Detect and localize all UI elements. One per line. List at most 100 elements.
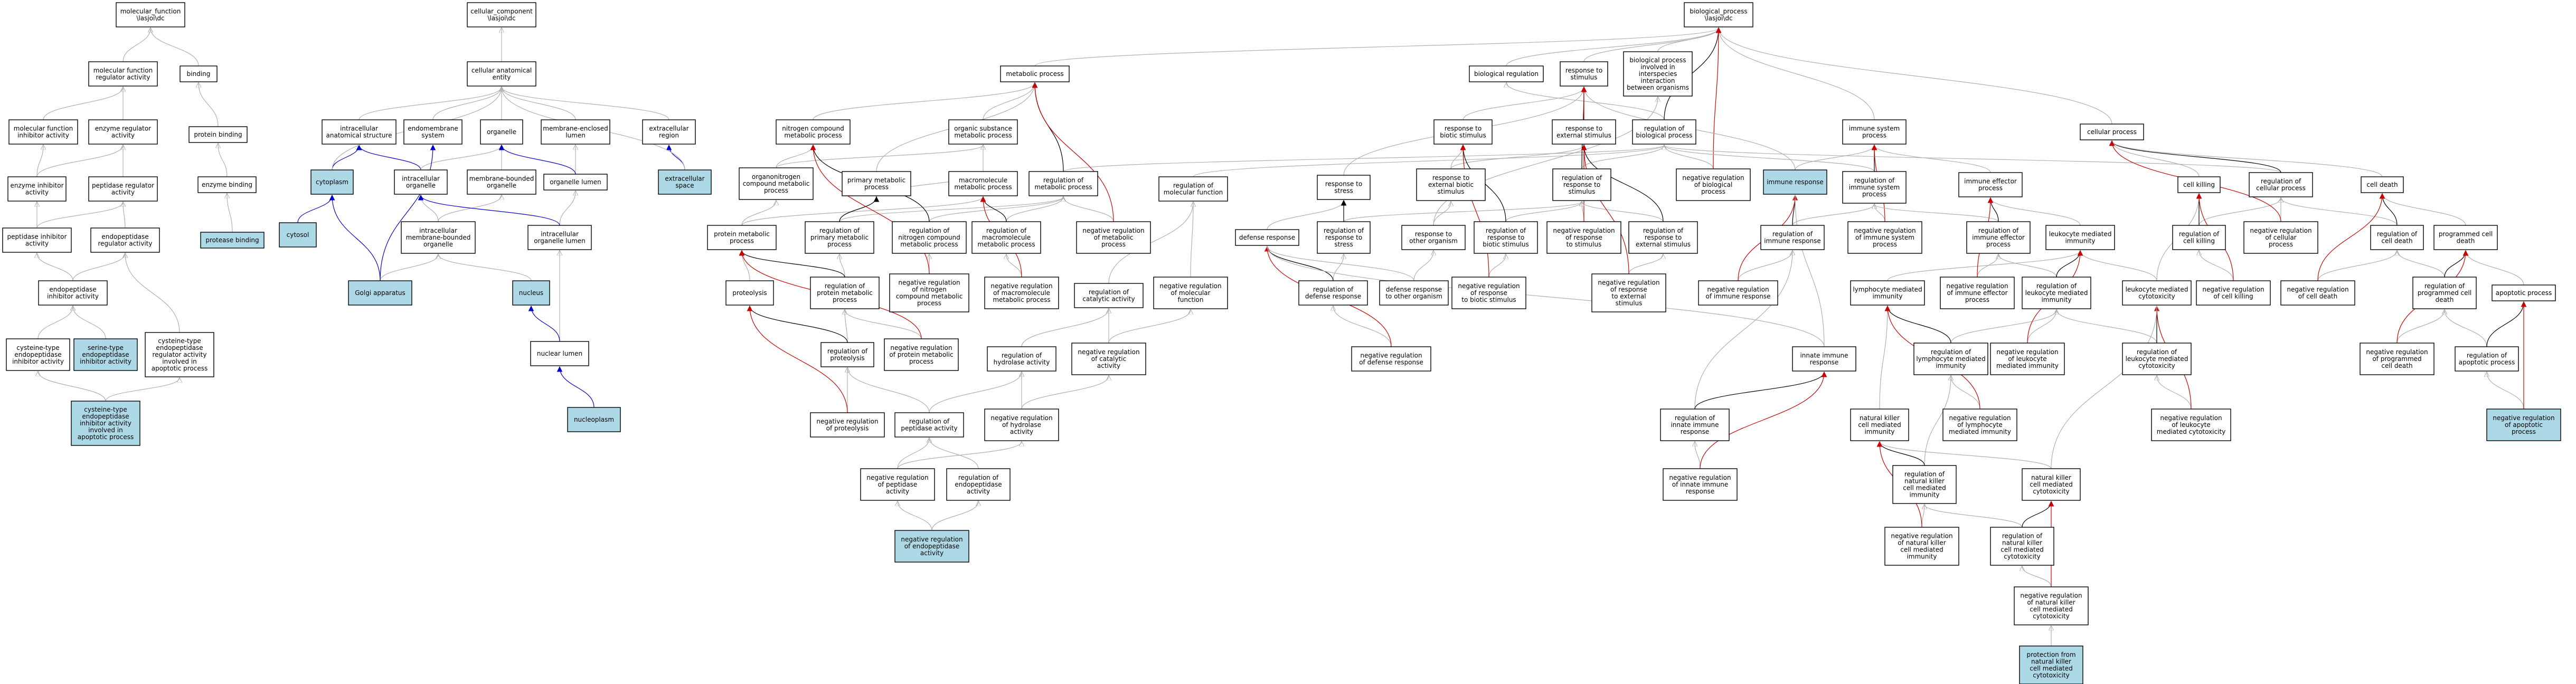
term-node-mf[interactable]: molecular_function\lasjoi\dc — [116, 2, 185, 27]
term-node-golgi[interactable]: Golgi apparatus — [348, 280, 412, 306]
term-node-bp[interactable]: biological_process\lasjoi\dc — [1684, 2, 1753, 27]
term-node-cytoplasm[interactable]: cytoplasm — [310, 169, 354, 195]
term-node-cc[interactable]: cellular_component\lasjoi\dc — [467, 2, 536, 27]
term-node-defresp[interactable]: defense response — [1235, 229, 1299, 246]
term-node-celldeath[interactable]: cell death — [2361, 176, 2404, 193]
term-node-nucleus[interactable]: nucleus — [512, 280, 550, 306]
term-node-apoptotic[interactable]: apoptotic process — [2492, 284, 2556, 301]
term-node-organelle[interactable]: organelle — [480, 119, 523, 145]
term-node-orglumen[interactable]: organelle lumen — [543, 174, 608, 191]
term-node-metab[interactable]: metabolic process — [1000, 65, 1070, 82]
term-node-proteolysis[interactable]: proteolysis — [725, 280, 774, 306]
term-node-cytosol[interactable]: cytosol — [279, 222, 317, 248]
term-node-enzbind[interactable]: enzyme binding — [197, 176, 257, 193]
term-node-nucleoplasm[interactable]: nucleoplasm — [567, 407, 621, 432]
term-node-protbind[interactable]: protein binding — [188, 126, 248, 143]
term-node-binding[interactable]: binding — [180, 65, 218, 82]
